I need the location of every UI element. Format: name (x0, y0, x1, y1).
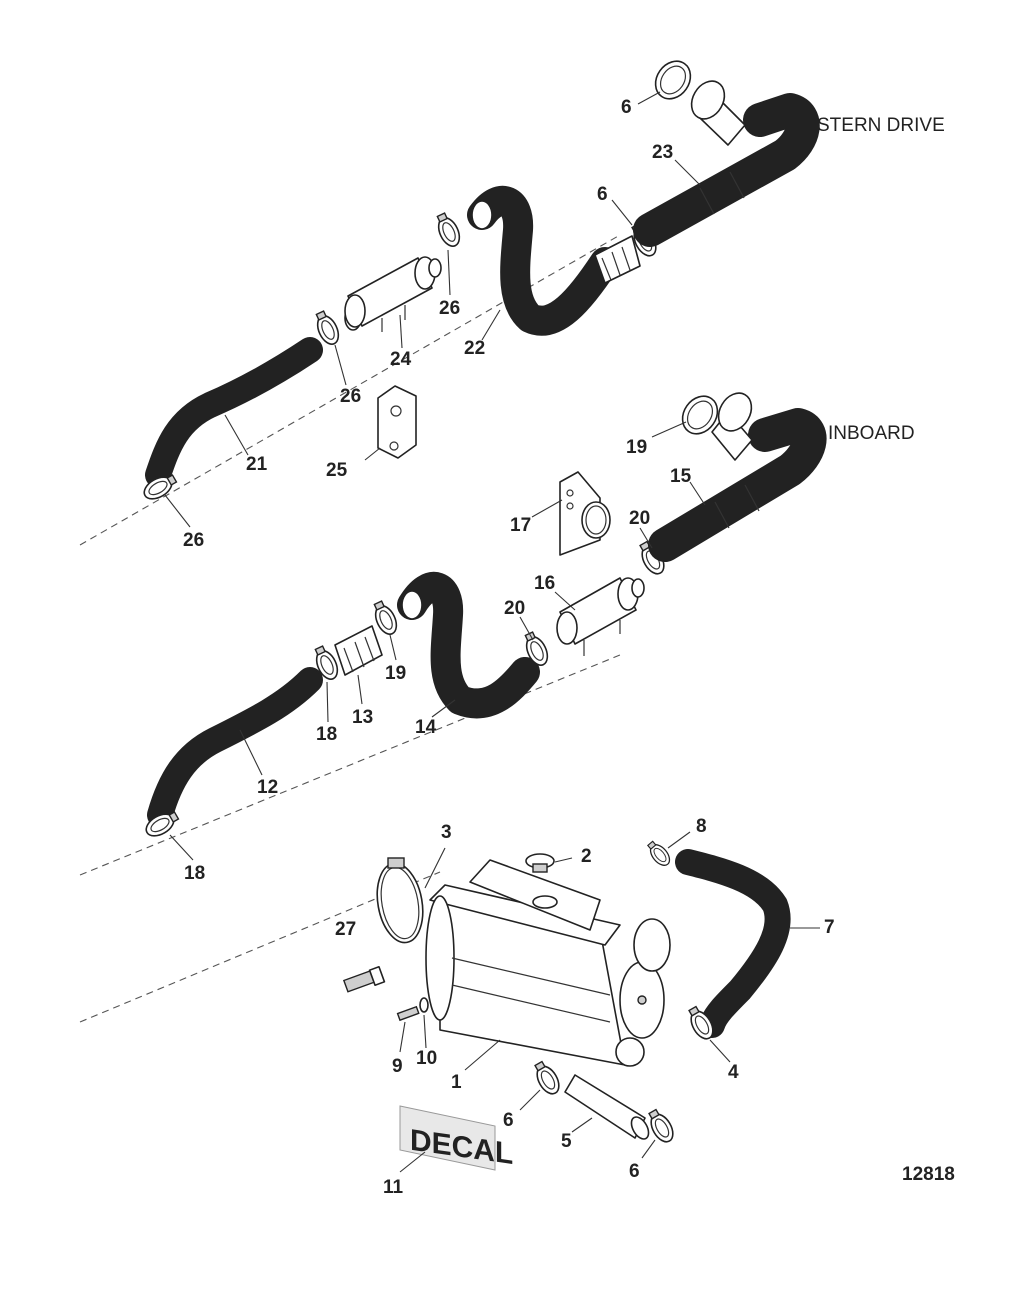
callout-6: 6 (597, 184, 608, 205)
callout-19: 19 (626, 437, 647, 458)
stern-drive-label: STERN DRIVE (817, 115, 945, 136)
leader-lines (164, 91, 820, 1173)
muffler-bracket-25 (377, 385, 417, 459)
callout-16: 16 (534, 573, 555, 594)
hose-clamp-6-lower-right (643, 1106, 679, 1147)
callout-26: 26 (340, 386, 361, 407)
hose-clamp-6-lower-left (529, 1058, 565, 1099)
callout-3: 3 (441, 822, 452, 843)
callout-10: 10 (416, 1048, 437, 1069)
decal-text: DECAL (410, 1124, 513, 1171)
screw-9 (396, 1005, 420, 1022)
callout-7: 7 (824, 917, 835, 938)
callout-numbers: 6 23 6 26 24 22 26 25 21 26 19 15 17 20 … (183, 97, 835, 1198)
stern-drive-assembly (139, 60, 820, 505)
hose-clamp-26-upper (432, 210, 465, 251)
callout-12: 12 (257, 777, 278, 798)
callout-18: 18 (184, 863, 205, 884)
callout-4: 4 (728, 1062, 739, 1083)
callout-19: 19 (385, 663, 406, 684)
callout-6: 6 (629, 1161, 640, 1182)
hose-clamp-6-top (654, 60, 692, 100)
callout-6: 6 (503, 1110, 514, 1131)
hose-clamp-8 (644, 838, 674, 870)
hose-clamp-3 (376, 857, 424, 944)
callout-24: 24 (390, 349, 412, 370)
exhaust-bellows (594, 235, 641, 284)
decal-11: DECAL (399, 1105, 513, 1171)
exhaust-bellows-13 (334, 625, 383, 676)
exhaust-pipe-23 (633, 80, 820, 247)
pressure-cap-2 (525, 853, 555, 873)
hose-12 (147, 667, 323, 828)
callout-25: 25 (326, 460, 348, 481)
callout-20: 20 (504, 598, 525, 619)
callout-20: 20 (629, 508, 650, 529)
section-labels: STERN DRIVE INBOARD 12818 (817, 115, 955, 1185)
hose-5 (564, 1074, 650, 1140)
callout-26: 26 (439, 298, 460, 319)
callout-13: 13 (352, 707, 373, 728)
hose-14 (397, 572, 540, 719)
callout-11: 11 (383, 1177, 404, 1198)
callout-9: 9 (392, 1056, 403, 1077)
figure-number: 12818 (902, 1164, 955, 1185)
hose-clamp-19-upper (681, 395, 719, 435)
callout-2: 2 (581, 846, 592, 867)
callout-27: 27 (335, 919, 356, 940)
callout-18: 18 (316, 724, 337, 745)
callout-5: 5 (561, 1131, 572, 1152)
mounting-bracket-17 (559, 471, 611, 556)
muffler-24 (344, 256, 442, 332)
drain-fitting-27 (342, 965, 386, 993)
inboard-centerline (79, 654, 621, 876)
hose-21 (145, 337, 323, 488)
muffler-16 (556, 577, 645, 656)
hose-22 (467, 185, 620, 336)
callout-26: 26 (183, 530, 204, 551)
callout-21: 21 (246, 454, 268, 475)
callout-6: 6 (621, 97, 632, 118)
heat-exchanger-1 (425, 859, 671, 1067)
hose-7 (675, 849, 791, 1038)
callout-8: 8 (696, 816, 707, 837)
washer-10 (419, 997, 429, 1013)
inboard-assembly (141, 392, 827, 842)
inboard-label: INBOARD (828, 423, 915, 444)
exhaust-pipe-15 (648, 392, 827, 562)
callout-22: 22 (464, 338, 485, 359)
callout-14: 14 (415, 717, 437, 738)
callout-17: 17 (510, 515, 531, 536)
heat-exchanger-assembly: DECAL (342, 838, 791, 1171)
callout-15: 15 (670, 466, 692, 487)
callout-1: 1 (451, 1072, 462, 1093)
callout-23: 23 (652, 142, 673, 163)
